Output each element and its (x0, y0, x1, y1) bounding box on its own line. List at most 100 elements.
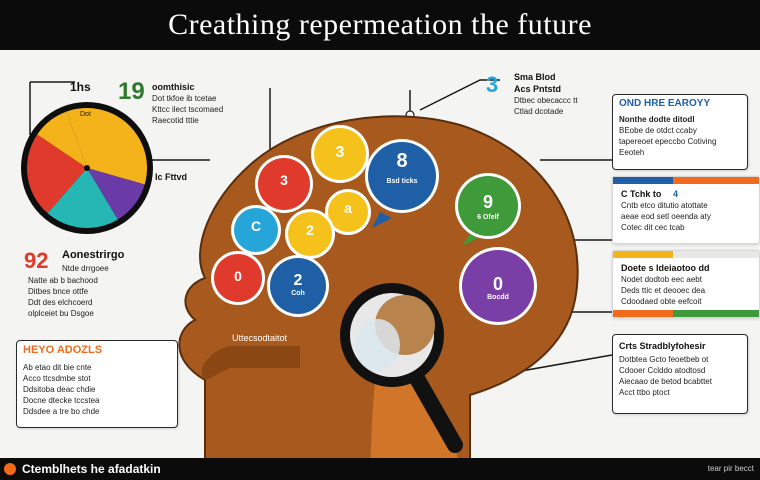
right-callout-1: C Tchk to 4 Cntb etco ditutio atottate a… (612, 176, 760, 244)
bubble-label: C (250, 218, 262, 234)
bubble-label: 0 (234, 268, 242, 284)
footer-bar: Ctemblhets he afadatkin tear pir becct (0, 458, 760, 480)
top-center-sub: Acs Pntstd (514, 84, 562, 94)
page-title: Creathing repermeation the future (168, 8, 592, 41)
top-center-line-2: Ctlad dcotade (514, 107, 564, 116)
bubble-label: 9 (482, 192, 493, 212)
pie-slice-3 (26, 134, 87, 214)
pie-heading-left: 1hs (70, 80, 91, 94)
bubble-circle-4 (270, 258, 326, 314)
bubble-label: 3 (335, 144, 345, 161)
bubble-circle-1 (314, 128, 366, 180)
pie-heading-text: oomthisic (152, 82, 195, 92)
right-info-panel-top: OND HRE EAROYY Nonthe dodte ditodl BEobe… (612, 94, 748, 170)
pie-desc-line-1: Dot tkfoe ib tcetae (152, 94, 217, 103)
callout-2-heading: Doete s Ideiaotoo dd (621, 263, 710, 273)
footer-dot-icon (4, 463, 16, 475)
bubble-circle-0 (368, 142, 436, 210)
right-top-heading: OND HRE EAROYY (619, 98, 711, 109)
pie-desc-line-2: Kttcc ilect tscomaed (152, 105, 224, 114)
right-top-line-4: Eeoteh (619, 148, 645, 157)
left-block-line-1: Ntde drrgoee (62, 264, 109, 273)
left-info-panel: HEYO ADOZLS Ab etao dit bie cnte Acco tt… (16, 340, 178, 428)
infographic-stage: 1hs 19 oomthisic Dot tkfoe ib tcetae Ktt… (0, 50, 760, 458)
stripe-green-bottom (673, 310, 759, 317)
connector-line (419, 79, 500, 111)
right-bottom-line-4: Acct ttbo ptoct (619, 388, 670, 397)
left-panel-line-2: Acco ttcsdmbe stot (23, 374, 91, 383)
callout-2-line-2: Deds ttic et deooec dea (621, 286, 706, 295)
bubble-sub: Bsd ticks (386, 178, 418, 185)
bubble-circle-6 (214, 254, 262, 302)
right-bottom-line-2: Cdooer Cclddo atodtosd (619, 366, 706, 375)
bubble-label: 2 (306, 222, 314, 238)
bubble-sub: Coh (291, 290, 305, 297)
bubble-label: 0 (492, 274, 503, 294)
right-top-line-1: Nonthe dodte ditodl (619, 115, 695, 124)
right-bottom-line-3: Aiecaao de betod bcabttet (619, 377, 712, 386)
pie-slice-1 (87, 168, 145, 220)
pie-side-label: Ic Fttvd (155, 172, 188, 182)
pie-slice-4 (37, 111, 87, 168)
bubble-label: 2 (293, 272, 303, 289)
bubble-sub: Bocdd (487, 294, 509, 301)
bubble-circle-9 (288, 212, 332, 256)
right-top-line-2: BEobe de otdct ccaby (619, 126, 697, 135)
top-center-heading: Sma Blod (514, 72, 556, 82)
left-panel-heading: HEYO ADOZLS (23, 344, 103, 356)
stripe-orange (673, 177, 759, 184)
callout-2-line-3: Cdoodaed obte eefcoit (621, 297, 702, 306)
pie-heading-number: 19 (118, 78, 145, 105)
stripe-blue (613, 177, 673, 184)
brain-bubbles (211, 125, 537, 325)
callout-1-line-1: Cntb etco ditutio atottate (621, 201, 708, 210)
bubble-circle-8 (328, 192, 368, 232)
face-shading (201, 346, 300, 380)
bubble-circle-2 (458, 176, 518, 236)
callout-1-number: 4 (673, 189, 679, 199)
head-label: Uttecsodtaitot (232, 333, 288, 343)
left-block-number: 92 (24, 248, 49, 273)
left-block-line-2: Natte ab b bachood (28, 276, 98, 285)
bubble-circle-7 (258, 158, 310, 210)
left-panel-line-1: Ab etao dit bie cnte (23, 363, 92, 372)
left-panel-line-3: Ddsitoba deac chdie (23, 385, 96, 394)
stripe-orange-bottom (613, 310, 673, 317)
stripe-yellow (613, 251, 673, 258)
callout-2-line-1: Nodet dodtob eec aebt (621, 275, 702, 284)
left-block-heading: Aonestrirgo (62, 249, 125, 261)
left-block-line-4: Ddt des elchcoerd (28, 298, 93, 307)
left-panel-line-4: Docne dtecke tccstea (23, 396, 100, 405)
bubble-circle-5 (234, 208, 278, 252)
magnifier-icon (340, 283, 463, 453)
top-center-line-1: Dtbec obecaccc tt (514, 96, 578, 105)
title-bar: Creathing repermeation the future (0, 0, 760, 50)
bubble-circle-3 (462, 250, 534, 322)
left-block-line-3: Ditbes bnce ottfe (28, 287, 89, 296)
callout-1-line-3: Cotec dit cec tcab (621, 223, 685, 232)
pie-center (84, 165, 90, 171)
right-bottom-heading: Crts Stradblyfohesir (619, 341, 706, 351)
pie-inner-label: Dot (80, 111, 91, 118)
left-panel-line-5: Ddsdee a tre bo chde (23, 407, 100, 416)
bubble-label: 8 (396, 150, 408, 172)
pie-slice-2 (47, 168, 118, 228)
left-block-line-5: olplceiet bu Dsgoe (28, 309, 94, 318)
right-top-line-3: tapereoet epeccbo Cotiving (619, 137, 717, 146)
right-callout-2: Doete s Ideiaotoo dd Nodet dodtob eec ae… (612, 250, 760, 318)
callout-1-line-2: aeae eod setl oeenda aty (621, 212, 711, 221)
callout-1-heading: C Tchk to (621, 189, 662, 199)
right-bottom-line-1: Dotbtea Gcto feoetbeb ot (619, 355, 709, 364)
stripe-grey (673, 251, 759, 258)
bubble-tail (372, 212, 392, 228)
footer-left-text: Ctemblhets he afadatkin (22, 462, 161, 476)
bubble-label: 3 (280, 172, 288, 188)
pie-desc-line-3: Raecotid tttie (152, 116, 199, 125)
bubble-sub: 6 Ofelf (477, 214, 499, 221)
right-info-panel-bottom: Crts Stradblyfohesir Dotbtea Gcto feoetb… (612, 334, 748, 414)
top-center-number: 3 (486, 72, 499, 97)
infographic-illustration (21, 79, 613, 458)
footer-right-text: tear pir becct (707, 464, 754, 473)
bubble-label: a (344, 200, 352, 216)
